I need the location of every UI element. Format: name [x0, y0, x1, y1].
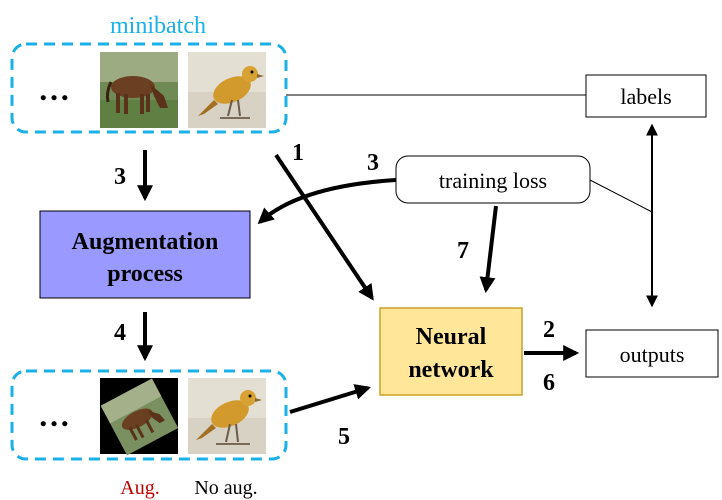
no-aug-caption: No aug. [194, 477, 257, 499]
augmented-batch-box [10, 369, 288, 461]
augmented-batch-ellipsis: … [38, 397, 70, 433]
minibatch-ellipsis: … [38, 71, 70, 107]
bird-image [188, 52, 266, 128]
step-4: 4 [114, 320, 126, 346]
arrow-minibatch-to-network [274, 153, 374, 301]
augmentation-process-line2: process [107, 261, 183, 287]
rotated-horse-image [100, 378, 179, 456]
step-2: 2 [543, 317, 555, 343]
labels-text: labels [620, 84, 671, 109]
neural-network-line1: Neural [416, 324, 487, 350]
step-7: 7 [457, 238, 469, 264]
labels-box [585, 74, 707, 118]
step-3-loss: 3 [367, 150, 379, 176]
outputs-box [585, 329, 719, 378]
step-6: 6 [543, 370, 555, 396]
training-loss-box [395, 155, 591, 204]
aug-caption: Aug. [120, 477, 159, 499]
outputs-text: outputs [620, 342, 685, 367]
step-1: 1 [292, 140, 304, 166]
step-3-augment: 3 [114, 164, 126, 190]
neural-network-box [379, 307, 523, 396]
horse-image [100, 52, 178, 128]
training-loss-text: training loss [439, 168, 547, 193]
bird-image [188, 378, 266, 454]
arrow-loss-to-augmentation [257, 178, 397, 225]
step-5: 5 [338, 424, 350, 450]
minibatch-title: minibatch [110, 13, 206, 39]
augmentation-process-box [39, 210, 251, 299]
arrow-loss-to-network [479, 205, 498, 294]
arrow-augmented-batch-to-network [289, 384, 372, 414]
augmentation-process-line1: Augmentation [72, 229, 219, 255]
neural-network-line2: network [408, 357, 494, 383]
minibatch-box [10, 42, 288, 134]
loss-to-labels-outputs-line [589, 179, 653, 213]
